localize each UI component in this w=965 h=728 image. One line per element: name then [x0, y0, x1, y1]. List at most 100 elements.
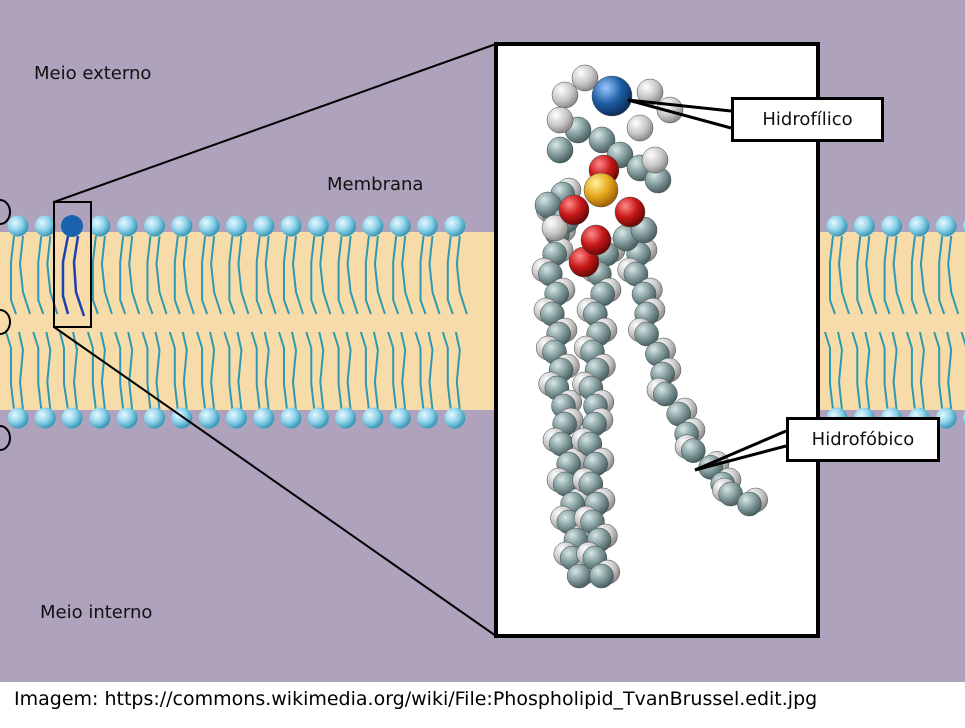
hydrogen-atom — [641, 146, 669, 174]
lipid-head — [253, 215, 275, 237]
lipid-tail — [181, 331, 188, 411]
hydrophobic-callout: Hidrofóbico — [786, 417, 940, 462]
lipid-tail — [891, 331, 898, 411]
glycerol-atom — [588, 126, 616, 154]
lipid-head — [826, 215, 848, 237]
hydrogen-atom — [571, 64, 599, 92]
lipid-tail — [373, 235, 386, 315]
lipid-head — [34, 215, 56, 237]
lipid-head — [280, 407, 302, 429]
lipid-tail — [933, 331, 944, 411]
hydrophilic-label: Hidrofílico — [762, 109, 853, 130]
lipid-tail — [319, 235, 332, 315]
glycerol-atom — [546, 136, 574, 164]
lipid-tail — [283, 235, 290, 315]
fatty-acid-tail-atom — [589, 563, 614, 589]
lipid-head — [7, 407, 29, 429]
lipid-head — [389, 407, 411, 429]
lipid-tail — [892, 235, 905, 315]
lipid-tail — [455, 235, 468, 315]
lipid-tail — [210, 235, 223, 315]
lipid-tail — [446, 235, 454, 315]
oxygen-atom — [580, 224, 612, 256]
lipid-tail — [209, 331, 216, 411]
lipid-tail — [345, 331, 352, 411]
fatty-acid-tail-atom — [681, 438, 706, 463]
lipid-tail — [18, 235, 31, 315]
lipid-tail — [305, 331, 316, 411]
hydrogen-atom — [541, 214, 569, 242]
nitrogen-atom — [591, 75, 633, 117]
lipid-tail — [837, 235, 850, 315]
lipid-head — [362, 215, 384, 237]
internal-medium-label: Meio interno — [40, 602, 153, 623]
lipid-tail — [173, 235, 181, 315]
lipid-tail — [332, 331, 343, 411]
lipid-tail — [864, 331, 871, 411]
lipid-tail — [146, 235, 154, 315]
lipid-tail — [414, 331, 425, 411]
lipid-head — [444, 407, 466, 429]
lipid-tail — [223, 331, 234, 411]
fatty-acid-tail-atom — [634, 321, 659, 347]
phospholipid-space-filling-model — [531, 64, 768, 589]
lipid-tail — [119, 235, 127, 315]
lipid-head — [225, 407, 247, 429]
selection-box — [53, 201, 92, 328]
lipid-tail — [250, 331, 261, 411]
lipid-head — [116, 215, 138, 237]
fatty-acid-tail-atom — [737, 491, 762, 517]
lipid-tail — [346, 235, 359, 315]
highlighted-phospholipid — [61, 215, 86, 317]
lipid-tail — [865, 235, 878, 315]
lipid-head — [198, 407, 220, 429]
lipid-tail — [918, 331, 925, 411]
lipid-head — [335, 407, 357, 429]
lipid-tail — [201, 235, 209, 315]
lipid-tail — [278, 331, 288, 411]
lipid-tail — [237, 235, 250, 315]
lipid-tail — [938, 235, 946, 315]
lipid-tail — [127, 331, 134, 411]
membrane-label: Membrana — [327, 174, 424, 195]
pointer-hydrophobic — [694, 429, 787, 472]
lipid-head — [362, 407, 384, 429]
lipid-tail — [837, 331, 844, 411]
lipid-head — [335, 215, 357, 237]
lipid-tail — [905, 331, 916, 411]
lipid-tail — [910, 235, 918, 315]
lipid-head — [225, 215, 247, 237]
lipid-tail — [387, 331, 398, 411]
lipid-tail — [960, 331, 965, 347]
lipid-head — [935, 215, 957, 237]
external-medium-label: Meio externo — [34, 63, 152, 84]
lipid-head — [253, 407, 275, 429]
lipid-tail — [168, 331, 179, 411]
lipid-tail — [59, 331, 69, 411]
lipid-head — [7, 215, 29, 237]
edge-arcs — [0, 199, 11, 451]
pointer-hydrophilic — [627, 98, 732, 130]
lipid-tail — [128, 235, 141, 315]
lipid-tail — [182, 235, 195, 315]
lipid-tail — [441, 331, 452, 411]
lipid-tail — [32, 331, 43, 411]
lipid-tail — [86, 331, 97, 411]
lipid-tail — [427, 331, 434, 411]
lipid-tail — [400, 331, 407, 411]
lipid-tail — [401, 235, 414, 315]
lipid-tail — [372, 331, 379, 411]
lipid-tail — [155, 235, 168, 315]
lipid-tail — [255, 235, 263, 315]
lipid-tail — [10, 235, 17, 315]
lipid-head — [280, 215, 302, 237]
lipid-head — [417, 407, 438, 429]
lipid-tail — [359, 331, 370, 411]
zoom-line-top — [53, 43, 497, 203]
lipid-tail — [364, 235, 372, 315]
lipid-tail — [947, 235, 960, 315]
lipid-tail — [310, 235, 318, 315]
lipid-head — [307, 215, 329, 237]
lipid-tail — [392, 235, 400, 315]
lipid-tail — [829, 235, 836, 315]
